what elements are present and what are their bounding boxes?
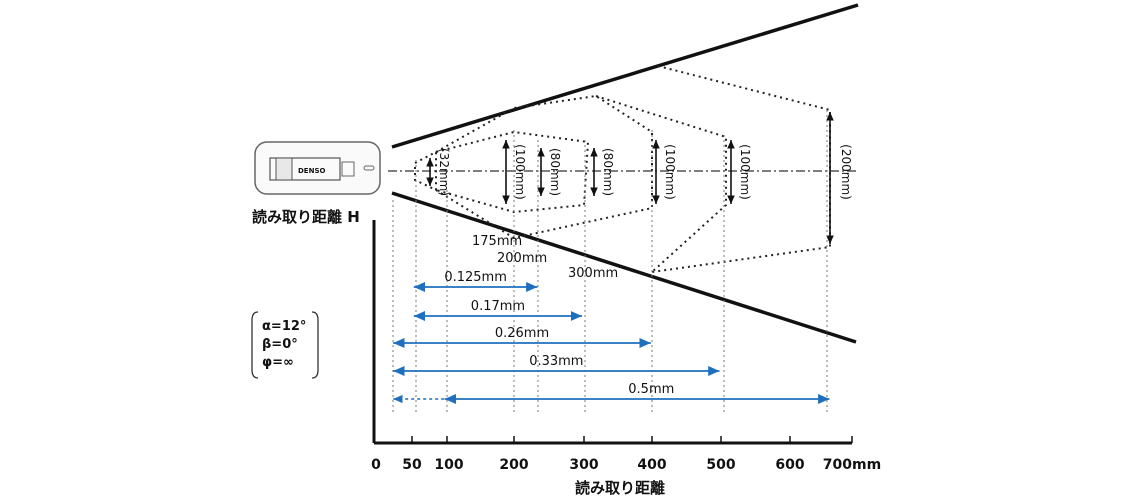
scanner-window-left	[275, 157, 293, 181]
x-tick-label: 50	[402, 457, 422, 473]
resolution-label: 0.33mm	[529, 354, 583, 369]
scanner-led	[363, 165, 375, 171]
distance-mark: 200mm	[497, 251, 547, 266]
x-tick-label: 700mm	[823, 457, 881, 473]
x-tick-label: 600	[775, 457, 804, 473]
field-height-label: (100mm)	[513, 144, 527, 200]
field-height-label: (100mm)	[663, 144, 677, 200]
x-axis-title: 読み取り距離	[575, 479, 665, 497]
resolution-arrows: 0.125mm 0.17mm 0.26mm 0.33mm 0.5mm	[393, 270, 830, 405]
reading-distance-label: 読み取り距離 H	[252, 208, 360, 226]
guide-lines	[392, 110, 828, 415]
resolution-label: 0.125mm	[444, 270, 507, 285]
bracket-left	[251, 311, 259, 379]
x-tick-label: 400	[637, 457, 666, 473]
param-alpha: α=12°	[262, 319, 306, 334]
x-axis-ticks	[411, 436, 853, 443]
x-tick-label: 300	[569, 457, 598, 473]
scanner-logo: DENSO	[298, 167, 325, 175]
param-phi: φ=∞	[262, 355, 294, 370]
distance-mark: 175mm	[472, 234, 522, 249]
fov-upper-boundary	[391, 3, 859, 149]
field-height-label: (80mm)	[548, 148, 562, 196]
bracket-right	[311, 311, 319, 379]
area-mid-wide	[435, 94, 653, 240]
x-tick-label: 200	[499, 457, 528, 473]
x-tick-label: 0	[371, 457, 381, 473]
fov-lower-boundary	[391, 191, 857, 344]
x-tick-label: 100	[434, 457, 463, 473]
parameter-box: α=12° β=0° φ=∞	[251, 311, 319, 379]
resolution-label: 0.26mm	[495, 326, 549, 341]
resolution-label: 0.17mm	[471, 299, 525, 314]
distance-mark: 300mm	[568, 266, 618, 281]
field-height-label: (32mm)	[437, 148, 451, 196]
scanner-body	[254, 141, 381, 195]
resolution-label: 0.5mm	[628, 382, 674, 397]
x-tick-label: 500	[706, 457, 735, 473]
field-height-label: (200mm)	[839, 144, 853, 200]
field-height-label: (100mm)	[738, 144, 752, 200]
param-beta: β=0°	[262, 337, 298, 352]
height-indicators	[426, 112, 834, 244]
scanner-window	[269, 157, 341, 181]
scanner-button	[341, 161, 355, 177]
scanner-device: DENSO	[254, 141, 381, 195]
area-mid	[435, 130, 590, 214]
field-height-label: (80mm)	[601, 148, 615, 196]
